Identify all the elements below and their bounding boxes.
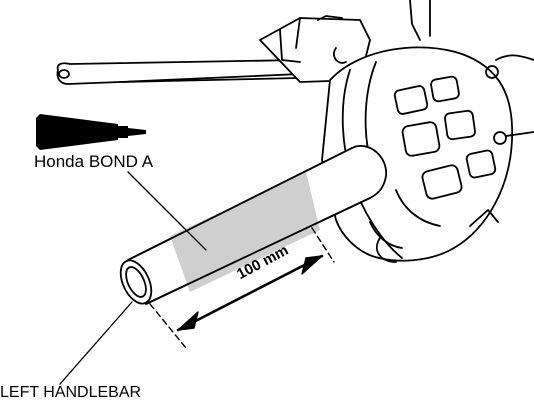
switch-housing — [321, 46, 534, 263]
adhesive-leader-line — [127, 171, 207, 251]
handlebar-label: LEFT HANDLEBAR — [0, 384, 142, 401]
glue-tube-icon — [36, 114, 146, 150]
handlebar-tube — [119, 145, 387, 305]
handlebar-leader-line — [59, 301, 133, 385]
adhesive-label: Honda BOND A — [34, 152, 154, 171]
handlebar-end — [119, 259, 153, 305]
adhesive-zone — [170, 172, 320, 292]
mirror-stem — [409, 0, 431, 41]
dimension-marker — [149, 227, 335, 349]
lever-bracket — [259, 15, 371, 83]
